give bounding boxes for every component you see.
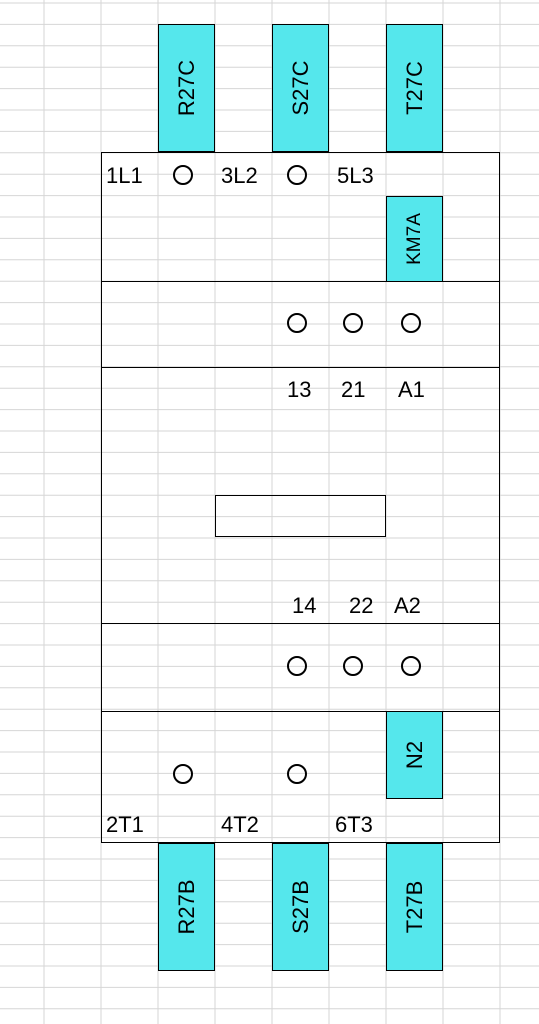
terminal-label-4t2: 4T2 bbox=[221, 812, 259, 837]
terminal-screw-2t1 bbox=[173, 764, 193, 784]
terminal-screw-a2 bbox=[401, 656, 421, 676]
terminal-screw-a1 bbox=[401, 313, 421, 333]
terminal-label-6t3: 6T3 bbox=[335, 812, 373, 837]
tag-t27c-label: T27C bbox=[401, 61, 427, 115]
terminal-screw-13 bbox=[287, 313, 307, 333]
aux-label-21: 21 bbox=[341, 377, 366, 402]
aux-label-a1: A1 bbox=[398, 377, 425, 402]
tag-s27c-label: S27C bbox=[287, 60, 313, 116]
tag-km7a-label: KM7A bbox=[403, 213, 425, 265]
terminal-screw-4t2 bbox=[287, 764, 307, 784]
tag-n2-label: N2 bbox=[401, 740, 427, 770]
indicator-window bbox=[215, 495, 386, 537]
terminal-screw-3l2 bbox=[287, 165, 307, 185]
aux-label-14: 14 bbox=[292, 593, 317, 618]
tag-r27b: R27B bbox=[158, 843, 215, 971]
terminal-label-3l2: 3L2 bbox=[221, 163, 258, 188]
terminal-screw-21 bbox=[343, 313, 363, 333]
tag-t27c: T27C bbox=[386, 24, 443, 152]
tag-s27b-label: S27B bbox=[287, 880, 313, 934]
terminal-label-5l3: 5L3 bbox=[337, 163, 374, 188]
aux-label-a2: A2 bbox=[394, 593, 421, 618]
tag-r27b-label: R27B bbox=[173, 879, 199, 935]
tag-t27b-label: T27B bbox=[401, 880, 427, 934]
terminal-screw-1l1 bbox=[173, 165, 193, 185]
terminal-label-2t1: 2T1 bbox=[106, 812, 144, 837]
terminal-label-1l1: 1L1 bbox=[106, 163, 143, 188]
tag-r27c-label: R27C bbox=[173, 59, 199, 117]
terminal-screw-22 bbox=[343, 656, 363, 676]
tag-r27c: R27C bbox=[158, 24, 215, 152]
aux-label-22: 22 bbox=[349, 593, 374, 618]
tag-n2: N2 bbox=[386, 711, 443, 799]
aux-label-13: 13 bbox=[287, 377, 312, 402]
tag-t27b: T27B bbox=[386, 843, 443, 971]
power-terminal-block-bottom bbox=[101, 711, 500, 843]
tag-km7a: KM7A bbox=[386, 196, 443, 282]
terminal-screw-14 bbox=[287, 656, 307, 676]
tag-s27c: S27C bbox=[272, 24, 329, 152]
tag-s27b: S27B bbox=[272, 843, 329, 971]
